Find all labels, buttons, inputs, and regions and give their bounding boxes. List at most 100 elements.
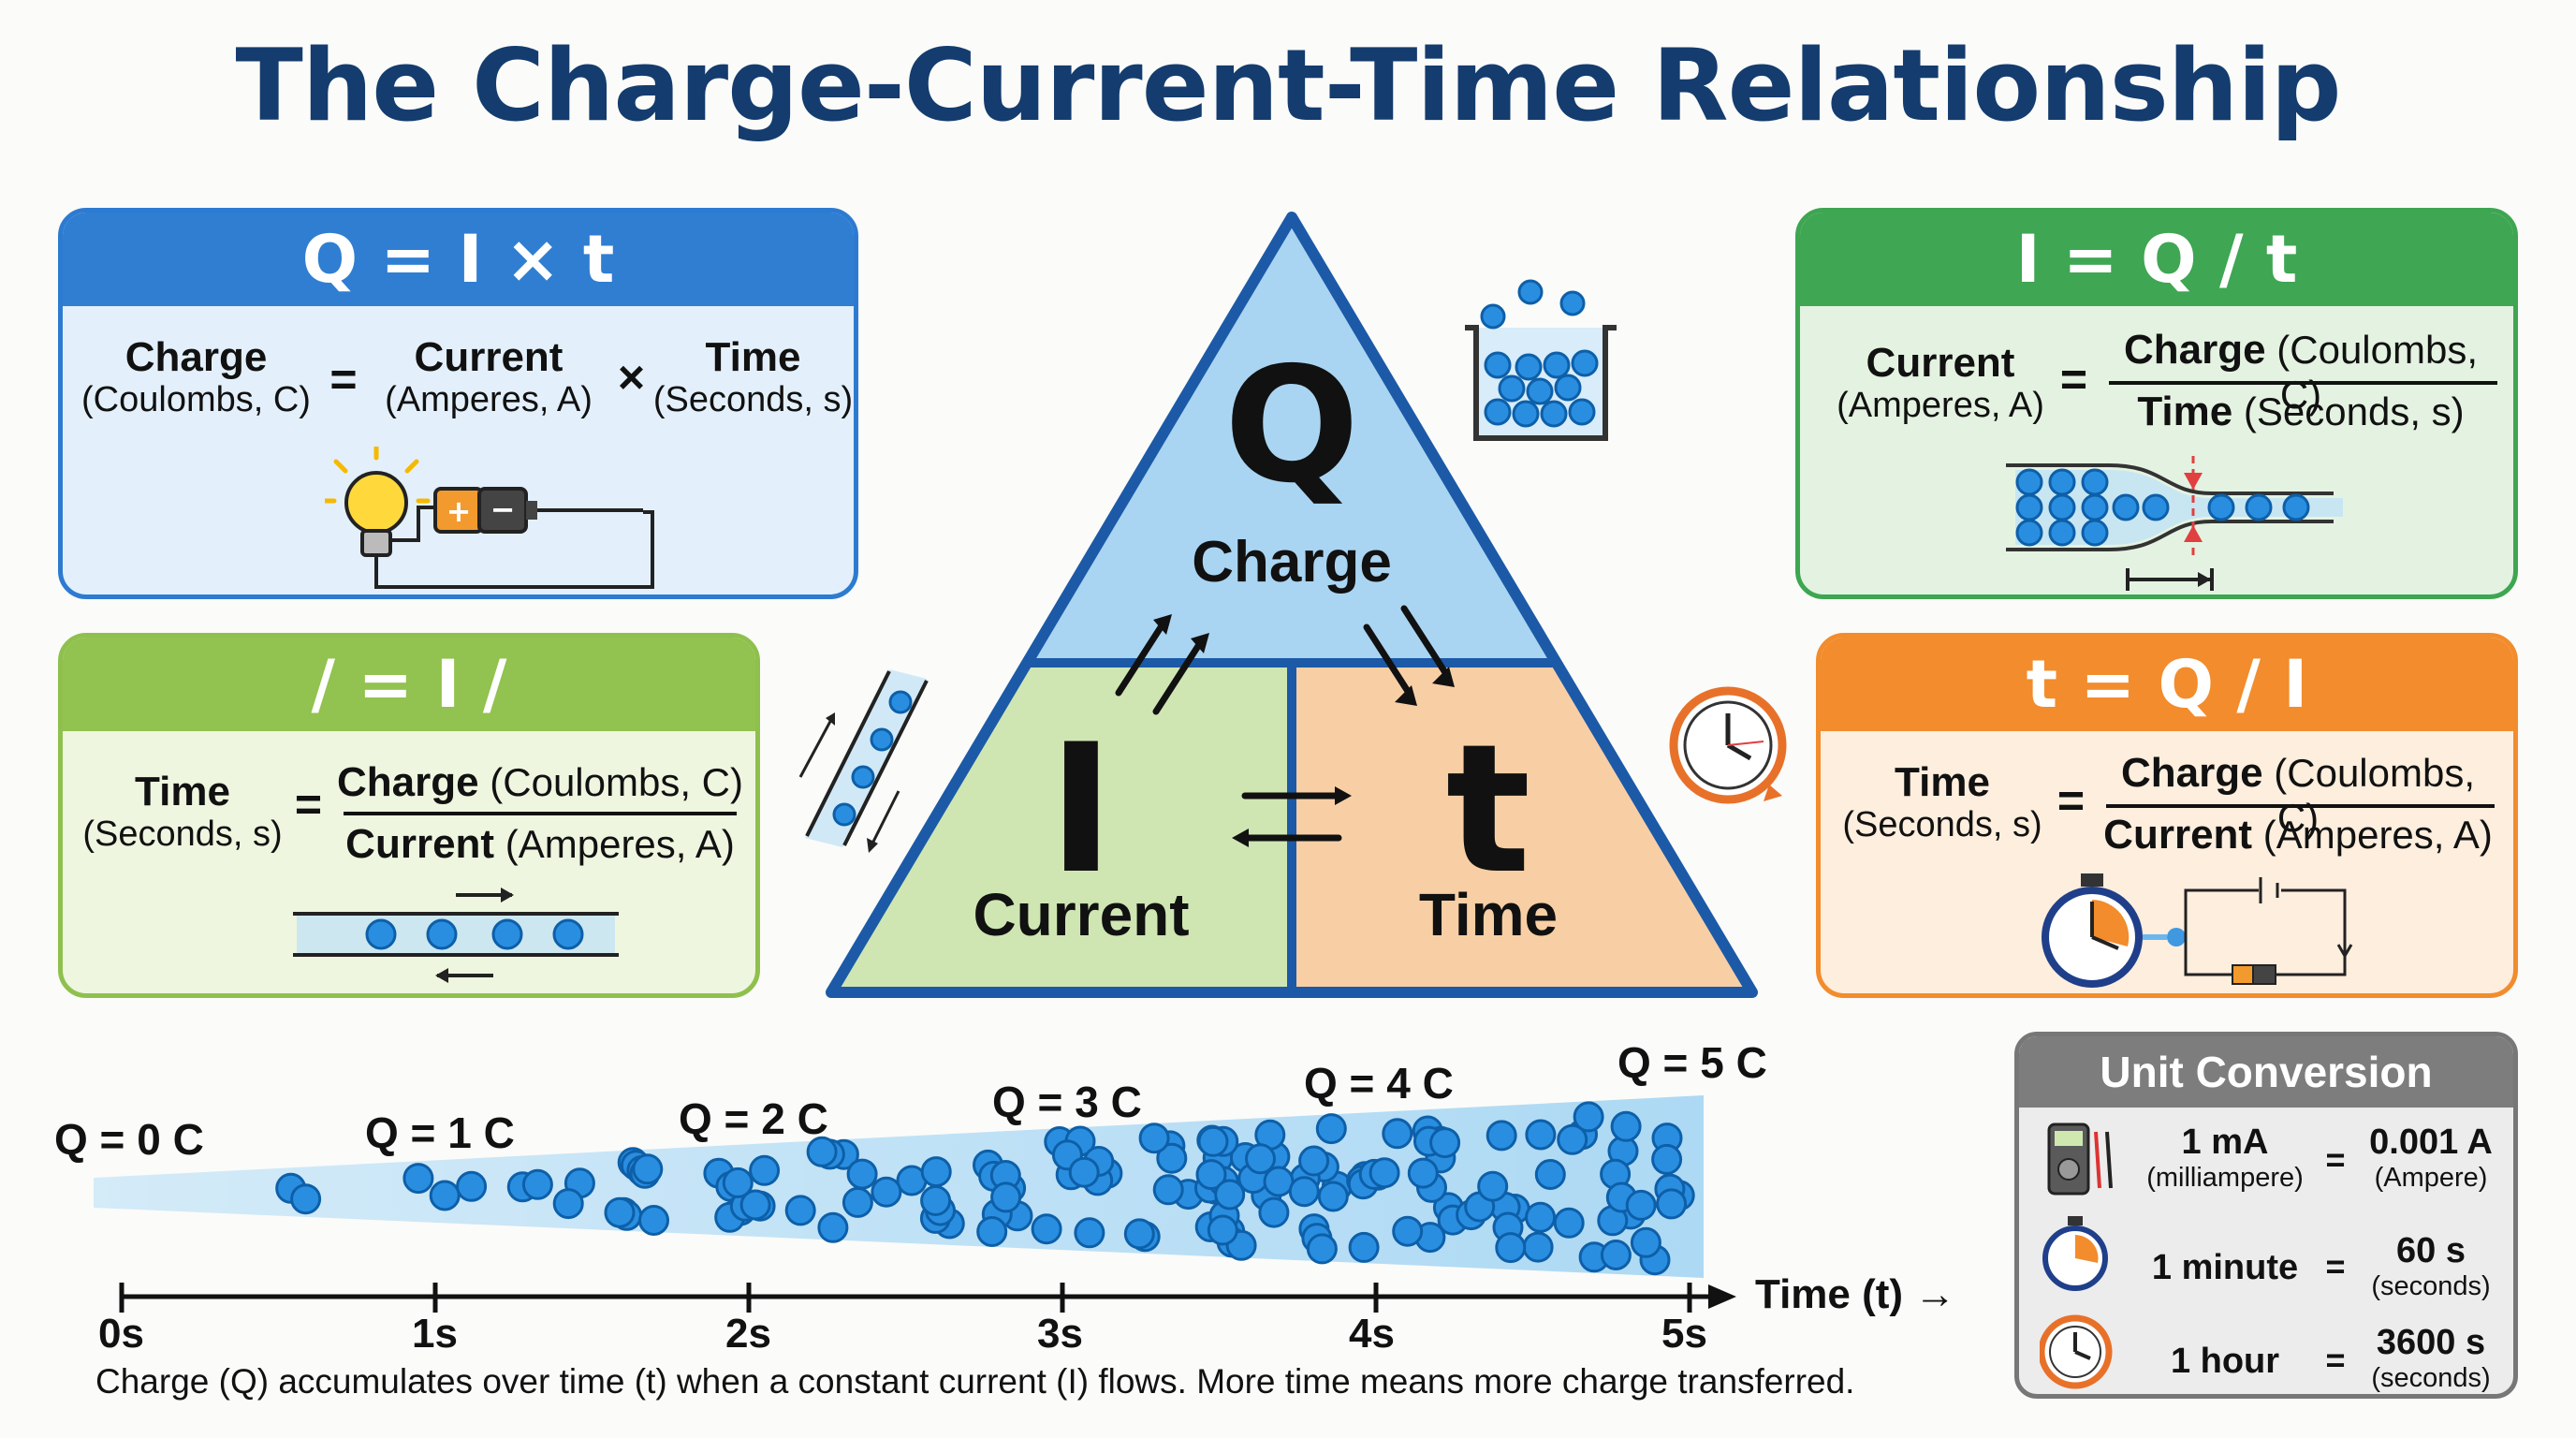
electron-dot [1315, 1113, 1347, 1145]
electron-dot [1152, 1174, 1184, 1206]
electron-dot [1298, 1145, 1330, 1177]
electron-dot [920, 1185, 952, 1216]
tick-label-5s: 5s [1661, 1311, 1707, 1357]
charge-term: Charge (Coulombs, C) [72, 334, 320, 420]
equals-sign: = [329, 353, 358, 405]
battery-icon: + − [433, 487, 537, 534]
electron-dot [1123, 1218, 1155, 1250]
timeline-chart [94, 1095, 1736, 1313]
time-unit-right: (Seconds, s) [1842, 805, 2042, 845]
electron-dot [784, 1195, 816, 1226]
clock-icon [1669, 686, 1787, 804]
current-denominator: Time (Seconds, s) [2137, 389, 2465, 434]
time-unit-left: (Seconds, s) [82, 814, 283, 855]
time-term-left: Time (Seconds, s) [80, 769, 285, 855]
timeline-caption: Charge (Q) accumulates over time (t) whe… [95, 1362, 1855, 1401]
electron-dot [1368, 1157, 1400, 1189]
electron-icon [275, 1101, 1695, 1276]
q-label-4: Q = 4 C [1304, 1059, 1454, 1108]
electron-icon [2015, 468, 2310, 547]
unit-conversion-panel: Unit Conversion 1 mA (m [2014, 1032, 2518, 1399]
electron-dot [806, 1136, 838, 1167]
clock-icon [2040, 1314, 2113, 1389]
electron-dot [521, 1168, 553, 1200]
electron-dot [1525, 1119, 1557, 1151]
electron-dot [1625, 1189, 1657, 1221]
electron-dot [1382, 1118, 1413, 1150]
triangle-i-symbol: I [1047, 706, 1115, 913]
electron-dot [1495, 1232, 1527, 1264]
multimeter-icon [2047, 1123, 2113, 1196]
electron-dot [604, 1196, 636, 1228]
q-label-0: Q = 0 C [54, 1115, 204, 1164]
electron-dot [920, 1156, 952, 1188]
electron-dot [1477, 1170, 1509, 1202]
fraction-bar-t [2106, 804, 2495, 808]
electron-dot [871, 1176, 902, 1208]
conv-row-3-right: 3600 s (seconds) [2371, 1323, 2491, 1393]
charge-formula-header: Q = I × t [63, 213, 854, 306]
electron-dot [976, 1216, 1008, 1247]
electron-dot [1138, 1123, 1170, 1154]
current-term: Current (Amperes, A) [367, 334, 610, 420]
q-label-2: Q = 2 C [679, 1094, 828, 1143]
charge-formula-card: Q = I × t Charge (Coulombs, C) = Current… [58, 208, 858, 599]
electron-dot [632, 1153, 664, 1185]
conv-row-1-right: 0.001 A (Ampere) [2369, 1123, 2493, 1193]
svg-text:+: + [446, 493, 472, 529]
tick-label-3s: 3s [1037, 1311, 1083, 1357]
electron-dot [1486, 1120, 1517, 1152]
triangle-t-symbol: t [1445, 706, 1531, 913]
time-axis-label: Time (t) → [1755, 1271, 1956, 1317]
electron-dot [1651, 1143, 1683, 1175]
formula-triangle [826, 212, 1758, 998]
current-formula-body: Current (Amperes, A) = Charge (Coulombs,… [1800, 306, 2513, 594]
conv-row-3-left: 1 hour [2170, 1342, 2280, 1381]
time-formula-card: t = Q / I Time (Seconds, s) = Charge (Co… [1816, 633, 2518, 998]
electron-icon [365, 918, 584, 950]
electron-dot [1392, 1215, 1424, 1247]
unit-conversion-title: Unit Conversion [2019, 1036, 2513, 1108]
current-numerator: Charge (Coulombs, C) [2124, 327, 2478, 418]
electron-dot [429, 1180, 461, 1211]
electron-dot [1207, 1214, 1238, 1246]
wire-flow-illustration [2006, 456, 2343, 591]
q-label-1: Q = 1 C [365, 1108, 515, 1157]
electron-dot [846, 1158, 878, 1190]
time-word-left: Time [135, 769, 230, 814]
diagonal-wire-illustration [798, 669, 929, 853]
electron-dot [842, 1186, 873, 1218]
electron-dot [739, 1189, 771, 1221]
time-term: Time (Seconds, s) [648, 334, 854, 420]
time-word: Time [705, 334, 801, 380]
conv-row-2-left: 1 minute [2151, 1248, 2299, 1287]
q-label-3: Q = 3 C [992, 1078, 1142, 1126]
electron-dot [1348, 1231, 1380, 1263]
triangle-charge-label: Charge [1192, 530, 1392, 594]
times-sign: × [617, 351, 646, 404]
current-unit: (Amperes, A) [385, 380, 593, 420]
tick-label-0s: 0s [98, 1311, 144, 1357]
electron-dot [1306, 1233, 1338, 1265]
electron-dot [1407, 1157, 1439, 1189]
electron-dot [1573, 1101, 1604, 1133]
triangle-time-label: Time [1418, 881, 1559, 948]
electron-dot [290, 1183, 322, 1215]
conv-row-1-left: 1 mA (milliampere) [2146, 1123, 2304, 1193]
tick-label-4s: 4s [1349, 1311, 1395, 1357]
electron-dot [1258, 1196, 1290, 1228]
light-bulb-icon [325, 447, 431, 557]
charge-word: Charge [124, 334, 268, 380]
electron-dot [817, 1211, 849, 1243]
electron-dot [1553, 1207, 1585, 1239]
triangle-q-symbol: Q [1223, 333, 1360, 519]
electron-dot [1656, 1188, 1688, 1220]
fraction-bar-i [2109, 381, 2497, 385]
electron-dot [1214, 1179, 1246, 1211]
charge-unit: (Coulombs, C) [81, 380, 311, 420]
electron-dot [990, 1181, 1022, 1213]
time-formula-card-left: / = I / Time (Seconds, s) = Charge (Coul… [58, 633, 760, 998]
electron-dot [1156, 1142, 1188, 1174]
conv-row-2-right: 60 s (seconds) [2371, 1231, 2491, 1301]
charge-formula-body: Charge (Coulombs, C) = Current (Amperes,… [63, 306, 854, 594]
